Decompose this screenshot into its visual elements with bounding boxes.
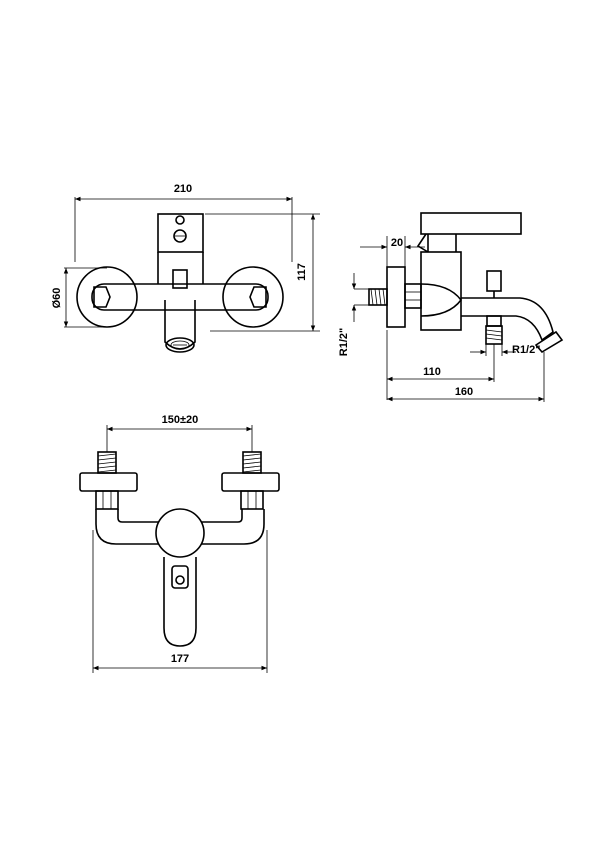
flange-diameter-dimension: Ø60: [51, 288, 63, 309]
side-view: 20 R1/2" R1/2" 110 160: [338, 212, 564, 402]
top-centers-dimension: 150±20: [162, 414, 199, 426]
side-wall-plate: [386, 266, 406, 328]
front-height-dimension: 117: [296, 263, 308, 281]
body-bar: [91, 283, 269, 311]
left-nut: [93, 286, 111, 308]
side-depth-dimension: 160: [455, 386, 473, 398]
side-hex-nut: [404, 283, 422, 309]
side-right-thread-dimension: R1/2": [512, 344, 540, 356]
top-right-flange: [221, 472, 280, 492]
side-body: [420, 251, 462, 331]
top-left-flange: [79, 472, 138, 492]
spout: [164, 300, 196, 350]
top-right-nut: [240, 490, 264, 510]
right-nut: [249, 286, 267, 308]
side-handle-lever: [420, 212, 522, 235]
top-view: 150±20 177: [79, 414, 280, 673]
indicator-circle: [175, 215, 185, 225]
side-diverter-pin: [486, 270, 502, 292]
top-width-dimension: 177: [171, 653, 189, 665]
diverter-knob: [172, 269, 188, 289]
top-handle-lever: [163, 557, 197, 647]
top-diverter: [171, 565, 189, 589]
left-wall-flange: [76, 266, 138, 328]
side-spout: [461, 297, 554, 342]
cartridge-block: [157, 213, 204, 253]
hot-cold-indicator: [173, 229, 187, 243]
top-handle-disc: [155, 508, 205, 558]
side-threaded-inlet: [368, 288, 388, 306]
side-spout-dimension: 110: [423, 366, 441, 378]
side-left-thread-dimension: R1/2": [338, 328, 350, 356]
spout-aerator: [165, 337, 195, 353]
front-width-dimension: 210: [174, 183, 192, 195]
side-offset-dimension: 20: [391, 237, 403, 249]
top-left-nut: [95, 490, 119, 510]
front-view: 210 Ø60 117: [51, 183, 320, 353]
side-shower-outlet: [486, 315, 502, 327]
right-wall-flange: [222, 266, 284, 328]
